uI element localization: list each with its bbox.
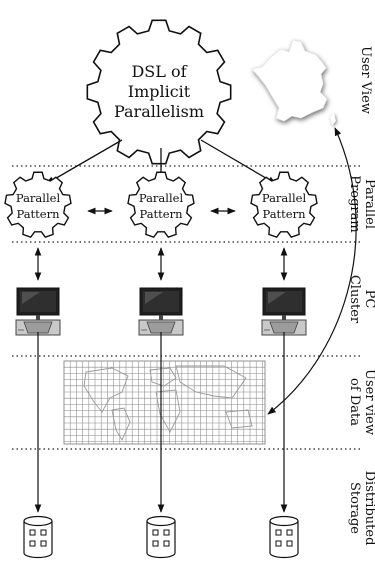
layer-labels: User View Parallel Program PC Cluster Us… [347, 46, 375, 545]
label-parallel-program-2: Program [347, 175, 362, 232]
label-user-view: User View [358, 46, 373, 114]
label-user-view-data-2: of Data [347, 378, 362, 426]
label-user-view-data-1: User view [362, 369, 375, 435]
pattern-3-line-1: Parallel [262, 191, 307, 205]
pattern-cog-3: Parallel Pattern [250, 171, 318, 238]
pattern-to-pc-arrows [34, 247, 288, 281]
dsl-cog: DSL of Implicit Parallelism [86, 19, 232, 165]
label-pc-cluster-1: PC [362, 290, 375, 309]
database-icon-1 [23, 515, 53, 559]
database-icon-2 [146, 515, 176, 559]
label-distributed-storage-1: Distributed [362, 471, 375, 546]
dsl-line-2: Implicit [128, 82, 191, 101]
label-parallel-program-1: Parallel [362, 179, 375, 229]
computer-icon-1 [15, 287, 61, 336]
label-pc-cluster-2: Cluster [347, 275, 362, 324]
pattern-2-line-1: Parallel [139, 191, 184, 205]
user-view-curve-arrow [267, 127, 357, 415]
pattern-1-line-1: Parallel [16, 191, 61, 205]
pattern-cog-2: Parallel Pattern [127, 171, 195, 238]
pattern-1-line-2: Pattern [16, 207, 60, 221]
pattern-2-line-2: Pattern [139, 207, 183, 221]
world-map-grid [63, 360, 266, 445]
label-distributed-storage-2: Storage [347, 482, 362, 534]
computer-icon-2 [138, 287, 184, 336]
computer-icon-3 [261, 287, 307, 336]
dsl-line-1: DSL of [131, 62, 187, 81]
france-map-icon [251, 39, 336, 126]
dsl-line-3: Parallelism [114, 102, 204, 121]
pattern-cog-1: Parallel Pattern [4, 171, 72, 238]
pattern-3-line-2: Pattern [262, 207, 306, 221]
database-icon-3 [269, 515, 299, 559]
